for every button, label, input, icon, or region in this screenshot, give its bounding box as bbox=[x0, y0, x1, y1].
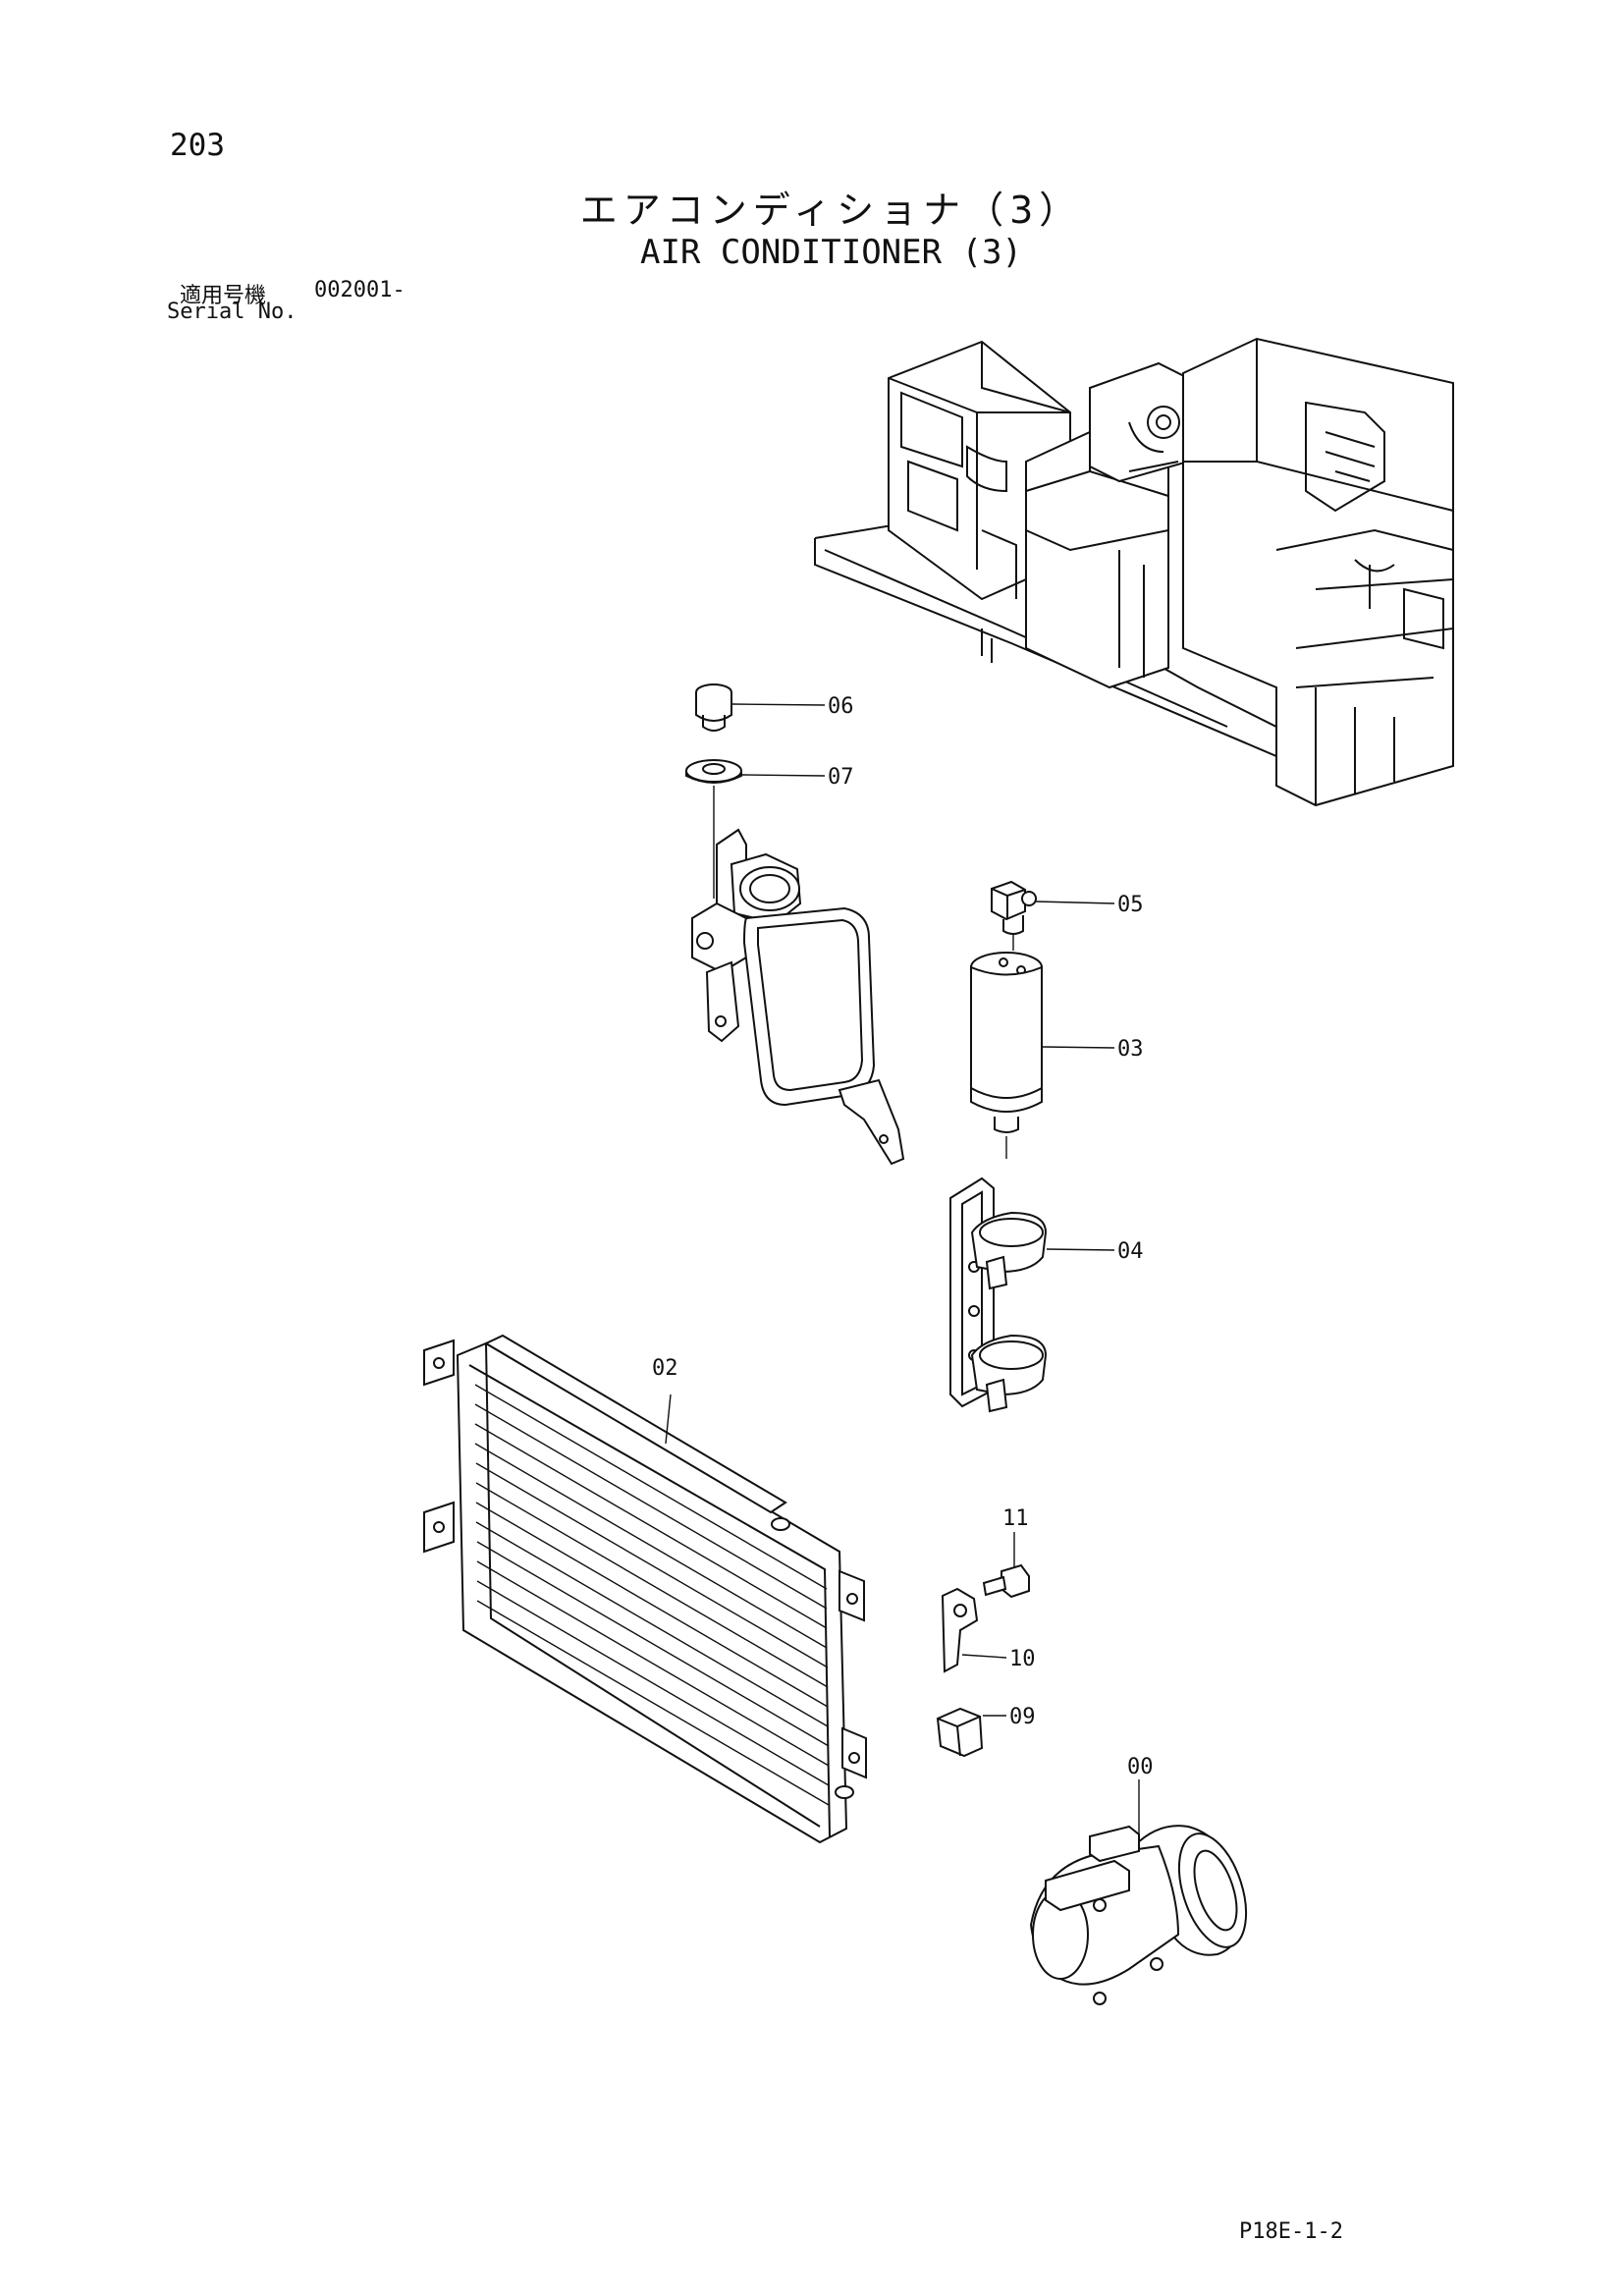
callout-09: 09 bbox=[1009, 1705, 1036, 1729]
part-03-receiver-drier bbox=[970, 952, 1115, 1159]
serial-value: 002001- bbox=[314, 278, 406, 302]
callout-04: 04 bbox=[1117, 1239, 1144, 1264]
page-number: 203 bbox=[170, 128, 225, 163]
callout-11: 11 bbox=[1002, 1506, 1029, 1531]
part-04-mounting-bracket bbox=[949, 1176, 1115, 1413]
part-11-bolt bbox=[982, 1532, 1030, 1599]
part-05-pressure-switch bbox=[991, 880, 1115, 951]
callout-03: 03 bbox=[1117, 1037, 1144, 1062]
blower-housing-assembly bbox=[691, 828, 905, 1166]
callout-05: 05 bbox=[1117, 893, 1144, 917]
callout-07: 07 bbox=[828, 765, 854, 790]
callout-02: 02 bbox=[652, 1356, 678, 1381]
serial-label-english: Serial No. bbox=[167, 300, 298, 324]
document-code: P18E-1-2 bbox=[1239, 2219, 1343, 2244]
part-07-washer bbox=[685, 759, 826, 899]
title-japanese: エアコンディショナ（3） bbox=[579, 189, 1083, 232]
part-00-compressor bbox=[1029, 1779, 1248, 2005]
machine-frame-illustration bbox=[814, 337, 1454, 807]
title-english: AIR CONDITIONER (3) bbox=[640, 233, 1022, 272]
callout-06: 06 bbox=[828, 694, 854, 719]
part-09-block bbox=[936, 1707, 1006, 1758]
callout-00: 00 bbox=[1127, 1755, 1154, 1779]
part-02-condenser bbox=[423, 1334, 867, 1844]
serial-label-japanese: 適用号機 bbox=[180, 284, 267, 308]
part-10-clamp bbox=[941, 1587, 1007, 1673]
part-06-cap bbox=[695, 683, 826, 732]
callout-10: 10 bbox=[1009, 1647, 1036, 1671]
